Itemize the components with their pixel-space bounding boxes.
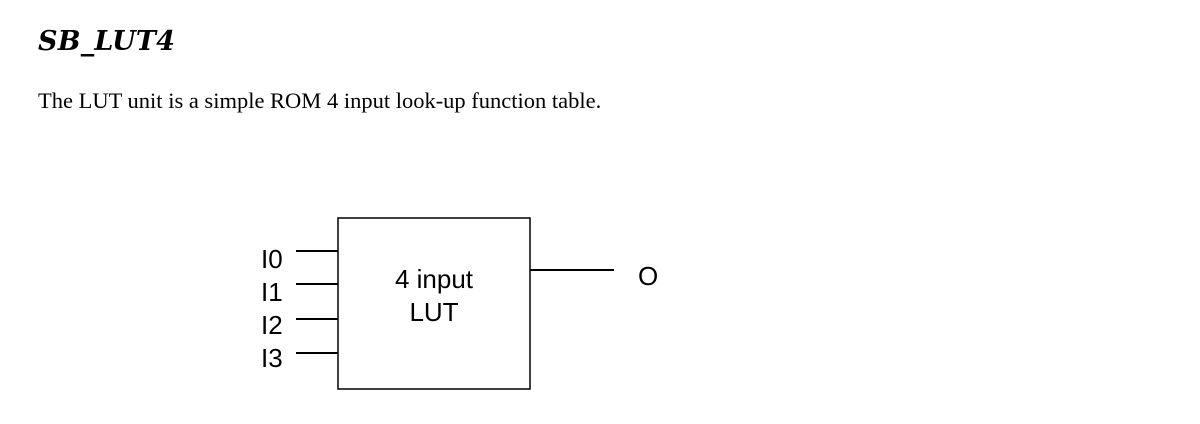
block-label-line1: 4 input xyxy=(395,264,474,294)
section-heading: SB_LUT4 xyxy=(38,26,176,57)
section-description: The LUT unit is a simple ROM 4 input loo… xyxy=(38,88,602,113)
input-label-i1: I1 xyxy=(261,277,283,307)
input-label-i3: I3 xyxy=(261,343,283,373)
input-label-i0: I0 xyxy=(261,244,283,274)
block-label-line2: LUT xyxy=(409,297,458,327)
input-label-i2: I2 xyxy=(261,310,283,340)
lut-block xyxy=(337,217,531,390)
output-label: O xyxy=(638,261,658,291)
